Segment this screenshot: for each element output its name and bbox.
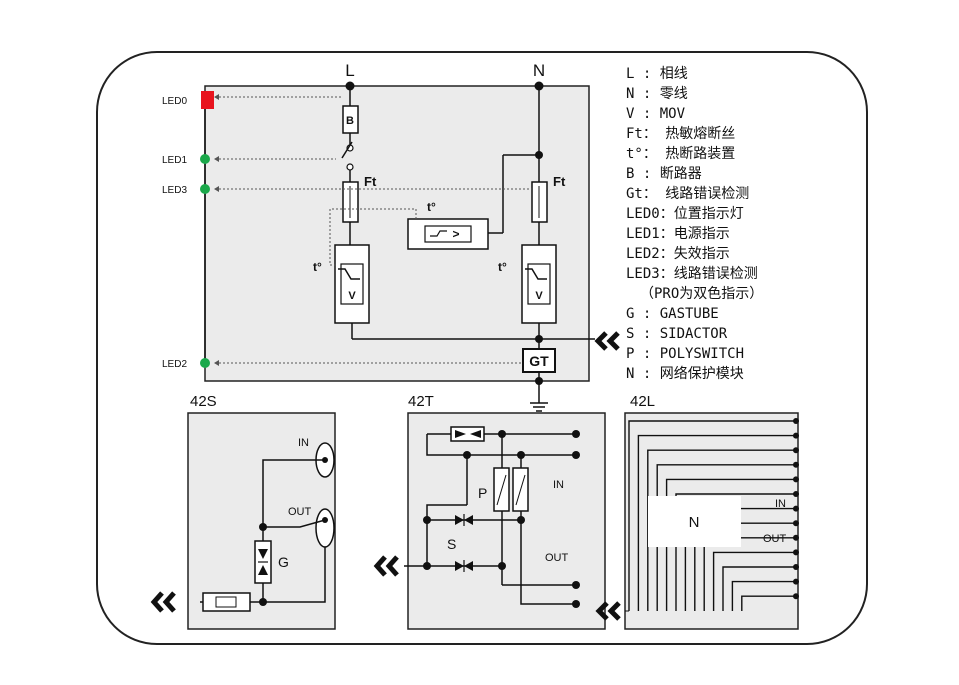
ladder-terminal xyxy=(793,593,799,600)
panel-42s-g: G xyxy=(278,554,289,570)
panel-42t-s: S xyxy=(447,536,456,552)
led3-label: LED3 xyxy=(162,185,187,196)
panel-42l-in: IN xyxy=(775,498,786,510)
mov-left-label: V xyxy=(348,290,356,302)
legend-line: LED1：电源指示 xyxy=(626,226,730,242)
panel-42s-title: 42S xyxy=(190,393,217,410)
network-module-n xyxy=(648,496,741,547)
legend-line: Ft： 热敏熔断丝 xyxy=(626,126,735,142)
t-right-label: t° xyxy=(498,260,507,274)
main-schematic: L N B Ft V t° Ft V xyxy=(162,61,620,412)
panel-42l-n: N xyxy=(689,514,700,531)
legend-line: LED2：失效指示 xyxy=(626,246,730,262)
panel-42l-title: 42L xyxy=(630,393,655,410)
led0-label: LED0 xyxy=(162,96,187,107)
ladder-terminal xyxy=(793,491,799,497)
legend-line: LED3：线路错误检测 xyxy=(626,266,758,282)
ladder-terminal xyxy=(793,505,799,512)
ladder-line xyxy=(656,464,796,611)
panel-42t-p: P xyxy=(478,485,487,501)
led3-indicator xyxy=(200,184,210,194)
legend-line: Gt： 线路错误检测 xyxy=(626,186,749,202)
panel-42l: 42L N IN OUT xyxy=(595,393,799,630)
label-N: N xyxy=(533,61,545,80)
t-left-label: t° xyxy=(313,260,322,274)
legend-line: （PRO为双色指示） xyxy=(640,285,763,302)
ladder-terminal xyxy=(793,549,799,556)
mov-right-label: V xyxy=(535,290,543,302)
panel-42s: 42S IN OUT G xyxy=(150,393,336,630)
ladder-line xyxy=(675,493,796,611)
led0-indicator xyxy=(201,91,214,109)
ladder-terminal xyxy=(793,432,799,439)
ladder-terminal xyxy=(793,520,799,527)
legend-line: V : MOV xyxy=(626,106,686,122)
panel-42l-out: OUT xyxy=(763,533,787,545)
legend-line: t°： 热断路装置 xyxy=(626,146,735,162)
ft-right-label: Ft xyxy=(553,174,566,189)
legend-line: N : 零线 xyxy=(626,86,688,102)
led1-label: LED1 xyxy=(162,155,187,166)
panel-42s-in: IN xyxy=(298,437,309,449)
legend-line: B : 断路器 xyxy=(626,166,702,182)
ladder-terminal xyxy=(793,564,799,570)
ladder-line xyxy=(628,420,796,611)
ladder-terminal xyxy=(793,578,799,585)
main-panel-bg xyxy=(204,85,590,382)
panel-42t-out: OUT xyxy=(545,552,569,564)
gt-label: GT xyxy=(529,353,549,369)
ladder-terminal xyxy=(793,418,799,424)
panel-42t-in: IN xyxy=(553,479,564,491)
ladder-line xyxy=(731,580,796,611)
legend-line: S : SIDACTOR xyxy=(626,326,728,342)
ladder-line xyxy=(722,566,796,611)
led2-label: LED2 xyxy=(162,359,187,370)
led2-indicator xyxy=(200,358,210,368)
ladder-terminal xyxy=(793,461,799,468)
outer-frame xyxy=(96,51,868,645)
panel-42t-bg xyxy=(407,412,606,630)
legend-line: L : 相线 xyxy=(626,66,688,82)
ladder-line xyxy=(665,478,796,611)
ft-left-label: Ft xyxy=(364,174,377,189)
panel-42t: 42T IN OUT P S xyxy=(373,393,606,630)
ladder-line xyxy=(647,449,796,611)
legend-line: P : POLYSWITCH xyxy=(626,346,744,362)
ladder-line xyxy=(637,434,796,611)
ladder-terminal xyxy=(793,476,799,483)
led1-indicator xyxy=(200,154,210,164)
breaker-B-label: B xyxy=(346,115,354,127)
legend: L : 相线 N : 零线 V : MOV Ft： 热敏熔断丝 t°： 热断路装… xyxy=(626,66,763,382)
ladder-line xyxy=(741,595,796,611)
label-L: L xyxy=(345,61,354,80)
thermal-symbol: > xyxy=(452,227,459,241)
legend-line: N : 网络保护模块 xyxy=(626,366,744,382)
breaker-switch xyxy=(341,141,353,159)
legend-line: LED0：位置指示灯 xyxy=(626,206,744,222)
legend-line: G : GASTUBE xyxy=(626,306,719,322)
panel-42t-title: 42T xyxy=(408,393,434,410)
ladder-terminal xyxy=(793,534,799,541)
panel-42s-out: OUT xyxy=(288,506,312,518)
t-mid-label: t° xyxy=(427,200,436,214)
ladder-line xyxy=(712,551,796,611)
ladder-terminal xyxy=(793,447,799,454)
